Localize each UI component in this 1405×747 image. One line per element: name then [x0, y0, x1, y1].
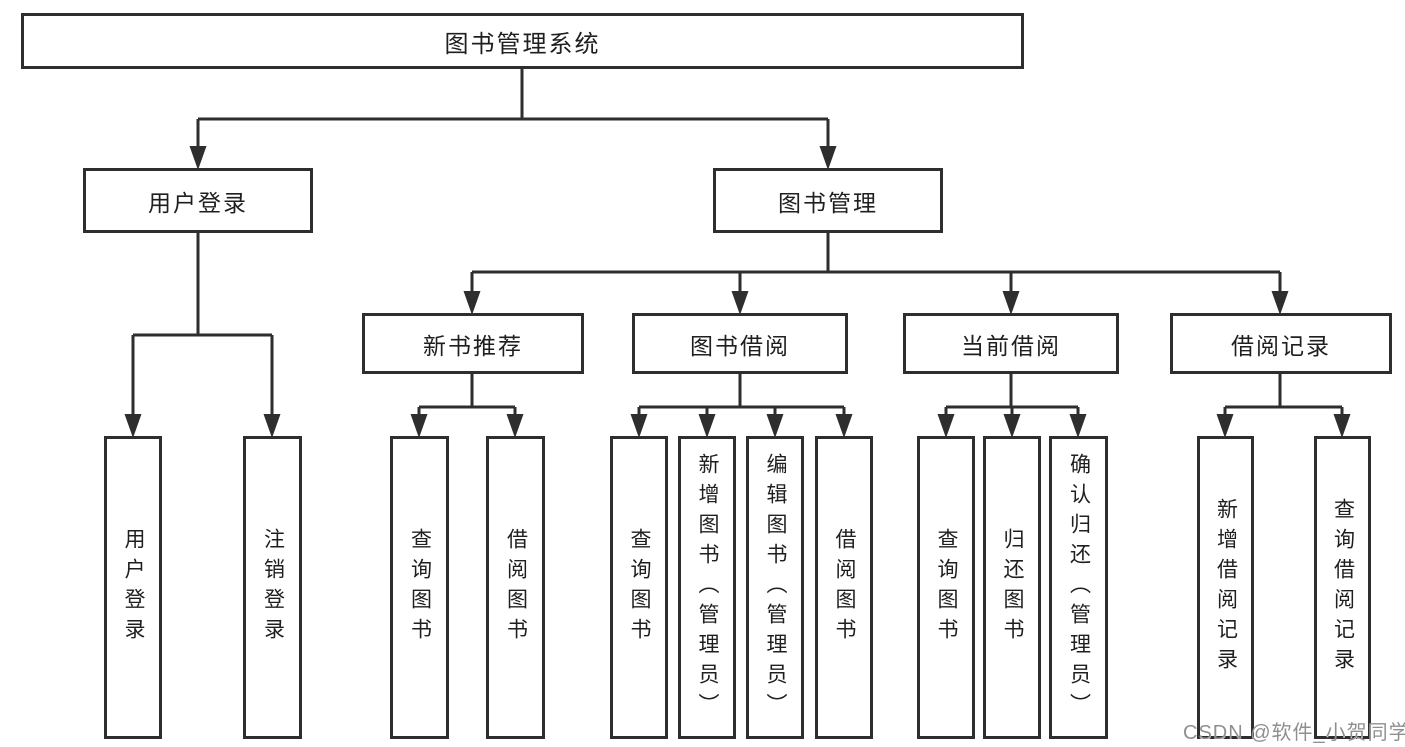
node-root-label: 图书管理系统: [444, 30, 601, 58]
node-book-borrow-label: 图书借阅: [690, 332, 790, 359]
node-user-login-label: 用户登录: [148, 189, 248, 216]
leaf-borrow-edit-books-label: 编辑图书（管理员）: [764, 452, 788, 723]
leaf-borrow-add-books: 新增图书（管理员）: [678, 436, 736, 739]
node-root: 图书管理系统: [21, 13, 1024, 69]
leaf-current-return-books: 归还图书: [983, 436, 1041, 739]
node-current-borrow: 当前借阅: [903, 313, 1119, 374]
node-new-book-recommend-label: 新书推荐: [423, 332, 523, 359]
arrowhead-down-icon: [1003, 414, 1021, 438]
leaf-current-query-books: 查询图书: [917, 436, 975, 739]
node-current-borrow-label: 当前借阅: [961, 332, 1061, 359]
node-borrow-records-label: 借阅记录: [1231, 332, 1331, 359]
node-new-book-recommend: 新书推荐: [362, 313, 584, 374]
leaf-newbook-query-books: 查询图书: [390, 436, 449, 739]
leaf-borrow-add-books-label: 新增图书（管理员）: [696, 452, 720, 723]
arrowhead-down-icon: [630, 414, 648, 438]
watermark: CSDN @软件_小贺同学: [1183, 722, 1405, 744]
leaf-borrow-borrow-books: 借阅图书: [815, 436, 873, 739]
arrowhead-down-icon: [698, 414, 716, 438]
arrowhead-down-icon: [1333, 414, 1351, 438]
leaf-newbook-query-books-label: 查询图书: [408, 527, 432, 648]
arrowhead-down-icon: [263, 414, 281, 438]
leaf-logout-label: 注销登录: [261, 527, 285, 648]
leaf-borrow-query-books-label: 查询图书: [628, 527, 652, 648]
connector-path: [131, 69, 1344, 419]
leaf-logout: 注销登录: [243, 436, 302, 739]
leaf-records-add-record-label: 新增借阅记录: [1214, 497, 1238, 678]
arrowhead-down-icon: [766, 414, 784, 438]
arrowhead-down-icon: [1002, 291, 1020, 315]
leaf-current-return-books-label: 归还图书: [1001, 527, 1025, 648]
arrowhead-down-icon: [1216, 414, 1234, 438]
leaf-borrow-edit-books: 编辑图书（管理员）: [746, 436, 804, 739]
arrowhead-down-icon: [1069, 414, 1087, 438]
node-book-management-label: 图书管理: [778, 189, 878, 216]
leaf-borrow-query-books: 查询图书: [610, 436, 668, 739]
leaf-newbook-borrow-books-label: 借阅图书: [504, 527, 528, 648]
node-book-borrow: 图书借阅: [632, 313, 848, 374]
node-user-login: 用户登录: [83, 168, 313, 233]
arrowhead-down-icon: [731, 291, 749, 315]
leaf-user-login: 用户登录: [104, 436, 162, 739]
arrowhead-down-icon: [410, 414, 428, 438]
node-book-management: 图书管理: [713, 168, 943, 233]
leaf-user-login-label: 用户登录: [122, 527, 146, 648]
arrowhead-down-icon: [506, 414, 524, 438]
leaf-records-query-record-label: 查询借阅记录: [1331, 497, 1355, 678]
node-borrow-records: 借阅记录: [1170, 313, 1392, 374]
leaf-records-add-record: 新增借阅记录: [1197, 436, 1254, 739]
arrowhead-down-icon: [1271, 291, 1289, 315]
leaf-current-confirm-return-label: 确认归还（管理员）: [1067, 452, 1091, 723]
arrowhead-down-icon: [937, 414, 955, 438]
leaf-current-query-books-label: 查询图书: [935, 527, 959, 648]
leaf-current-confirm-return: 确认归还（管理员）: [1049, 436, 1108, 739]
leaf-records-query-record: 查询借阅记录: [1314, 436, 1371, 739]
leaf-newbook-borrow-books: 借阅图书: [486, 436, 545, 739]
arrowheads: [124, 146, 1351, 438]
arrowhead-down-icon: [463, 291, 481, 315]
leaf-borrow-borrow-books-label: 借阅图书: [833, 527, 857, 648]
arrowhead-down-icon: [189, 146, 207, 170]
arrowhead-down-icon: [124, 414, 142, 438]
arrowhead-down-icon: [835, 414, 853, 438]
arrowhead-down-icon: [819, 146, 837, 170]
